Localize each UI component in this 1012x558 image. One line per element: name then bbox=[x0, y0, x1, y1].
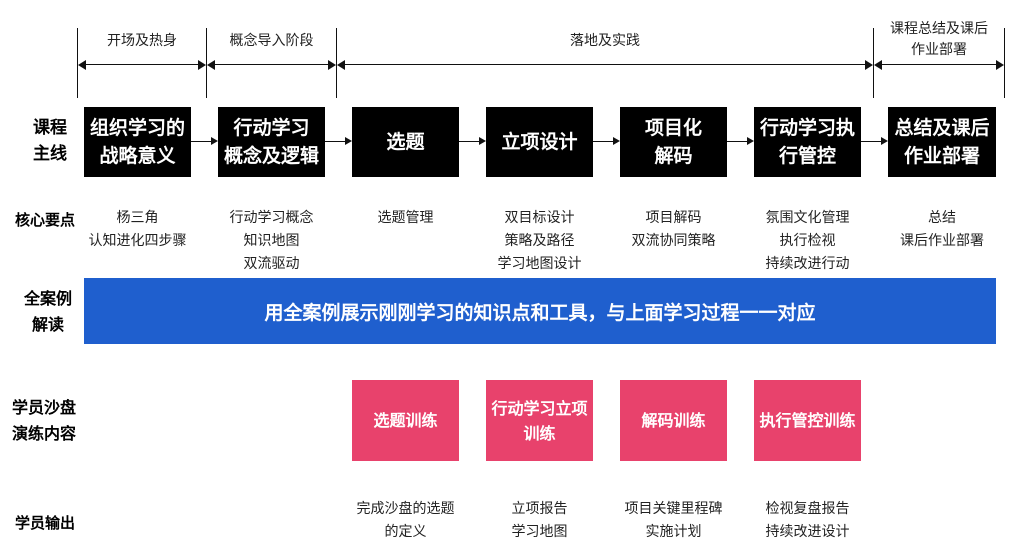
row-label-case-study: 全案例 解读 bbox=[23, 289, 72, 334]
key-points-decode: 项目解码 双流协同策略 bbox=[631, 210, 716, 249]
key-points-summary: 总结 课后作业部署 bbox=[900, 210, 984, 249]
phase-divider bbox=[206, 28, 207, 98]
key-points-project-design: 双目标设计 策略及路径 学习地图设计 bbox=[497, 210, 582, 272]
drill-box-decode: 解码训练 bbox=[620, 380, 727, 461]
output-project: 立项报告 学习地图 bbox=[511, 501, 568, 540]
case-study-banner: 用全案例展示刚刚学习的知识点和工具，与上面学习过程一一对应 bbox=[84, 278, 996, 344]
key-points-topic: 选题管理 bbox=[377, 210, 434, 226]
phase-divider bbox=[873, 28, 874, 98]
step-box-topic: 选题 bbox=[352, 107, 459, 177]
output-execution: 检视复盘报告 持续改进设计 bbox=[765, 501, 850, 540]
row-label-output: 学员输出 bbox=[14, 514, 75, 532]
drill-box-project: 行动学习立项 训练 bbox=[486, 380, 593, 461]
step-box-summary: 总结及课后 作业部署 bbox=[888, 107, 996, 177]
step-box-decode: 项目化 解码 bbox=[620, 107, 727, 177]
phase-divider bbox=[336, 28, 337, 98]
row-label-key-points: 核心要点 bbox=[14, 211, 75, 229]
step-box-execution: 行动学习执 行管控 bbox=[754, 107, 861, 177]
phase-label-summary: 课程总结及课后 作业部署 bbox=[890, 21, 988, 58]
phase-label-practice: 落地及实践 bbox=[570, 33, 640, 49]
step-box-project-design: 立项设计 bbox=[486, 107, 593, 177]
phase-label-warmup: 开场及热身 bbox=[107, 33, 177, 49]
drill-box-topic: 选题训练 bbox=[352, 380, 459, 461]
step-box-strategy: 组织学习的 战略意义 bbox=[84, 107, 191, 177]
phase-divider bbox=[1004, 28, 1005, 98]
key-points-execution: 氛围文化管理 执行检视 持续改进行动 bbox=[765, 210, 850, 272]
phase-label-concept: 概念导入阶段 bbox=[229, 33, 314, 49]
phase-divider bbox=[77, 28, 78, 98]
output-decode: 项目关键里程碑 实施计划 bbox=[624, 501, 723, 540]
drill-box-execution: 执行管控训练 bbox=[754, 380, 861, 461]
output-topic: 完成沙盘的选题 的定义 bbox=[356, 501, 455, 540]
row-label-main-line: 课程 主线 bbox=[33, 118, 67, 164]
row-label-drill: 学员沙盘 演练内容 bbox=[11, 398, 76, 443]
key-points-strategy: 杨三角 认知进化四步骤 bbox=[88, 210, 187, 249]
key-points-concept: 行动学习概念 知识地图 双流驱动 bbox=[229, 210, 314, 272]
step-box-concept: 行动学习 概念及逻辑 bbox=[218, 107, 325, 177]
